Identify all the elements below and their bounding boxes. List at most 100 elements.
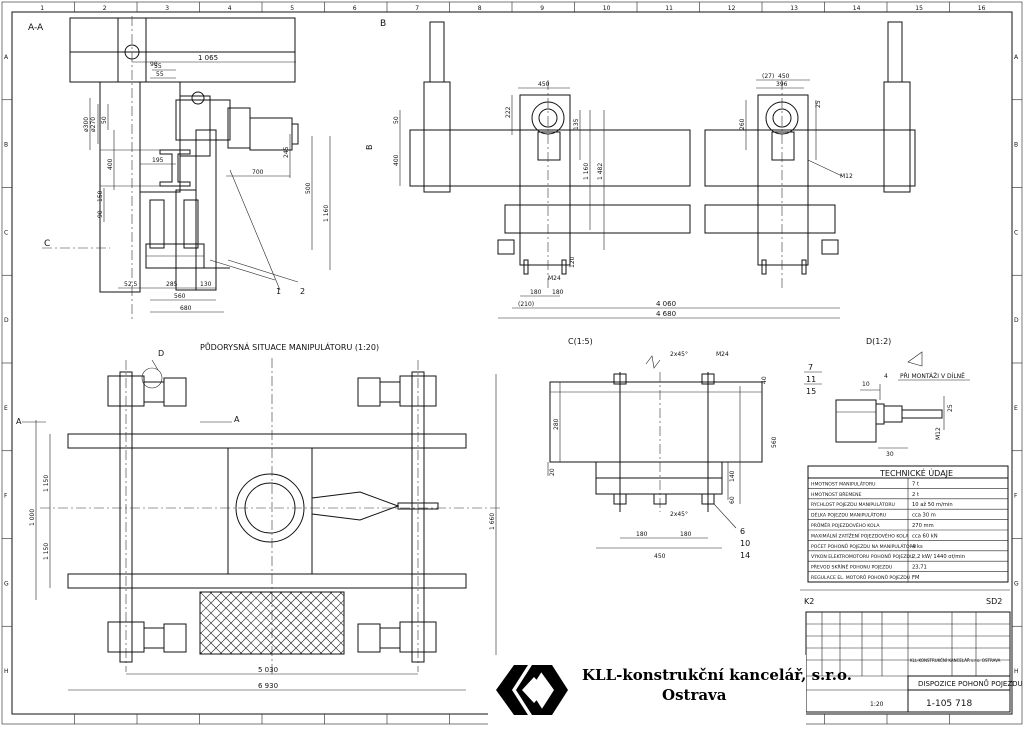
c-part-label-6: 6 [740, 527, 745, 536]
d-dim-25: 25 [947, 404, 954, 412]
tech-row-value: cca 60 kN [912, 533, 938, 539]
aa-dim-90b: 90 [97, 210, 104, 218]
border-row-F-left: F [4, 493, 8, 500]
border-col-13-top: 13 [790, 5, 798, 12]
b-dim-222: 222 [505, 106, 512, 118]
plan-dim-1000: 1 000 [29, 509, 36, 526]
border-col-4-top: 4 [228, 5, 232, 12]
tech-row-label: PŘEVOD SKŘÍNĚ POHONU POJEZDU [811, 563, 892, 571]
tech-row-label: VÝKON ELEKTROMOTORU POHONŮ POJEZDU [811, 553, 913, 560]
logo-company-city: Ostrava [662, 686, 727, 704]
c-dim-560: 560 [771, 436, 778, 448]
d-dim-4: 4 [884, 373, 888, 380]
b-dim-25: 25 [815, 100, 822, 108]
c-dim-20: 20 [549, 468, 556, 476]
c-dim-180a: 180 [636, 531, 648, 538]
d-part-label-11: 11 [806, 375, 816, 384]
border-row-C-right: C [1014, 229, 1018, 236]
tech-row-label: REGULACE EL. MOTORŮ POHONŮ POJEZDU [811, 574, 910, 581]
title-sd2: SD2 [986, 597, 1002, 606]
aa-dim-400: 400 [107, 158, 114, 170]
detail-c-title: C(1:5) [568, 337, 593, 346]
tech-row-label: MAXIMÁLNÍ ZATÍŽENÍ POJEZDOVÉHO KOLA [811, 531, 909, 539]
plan-view: PŮDORYSNÁ SITUACE MANIPULÁTORU (1:20) [16, 341, 500, 691]
b-dim-400: 400 [393, 154, 400, 166]
border-row-B-left: B [4, 142, 8, 149]
b-dim-450a: 450 [538, 81, 550, 88]
border-col-7-top: 7 [415, 5, 419, 12]
tech-row-value: cca 30 m [912, 513, 936, 519]
tech-row-label: RYCHLOST POJEZDU MANIPULÁTORU [811, 501, 895, 508]
title-block: K2 SD2 DISPOZICE POHONŮ POJEZDU 1-105 71… [800, 589, 1023, 713]
b-dim-210: (210) [518, 301, 534, 308]
plan-dim-1150b: 1 150 [43, 543, 50, 560]
detail-d-title: D(1:2) [866, 337, 891, 346]
d-dim-m12: M12 [935, 427, 942, 440]
tech-row-value: 2,2 kW/ 1440 ot/min [912, 554, 965, 560]
view-b: B [365, 19, 916, 319]
kll-logo-icon [496, 665, 568, 715]
detail-c: C(1:5) 2x45° M24 40 280 560 20 140 60 2x… [547, 337, 778, 560]
b-dim-135: 135 [573, 118, 580, 130]
title-company-small: KLL-KONSTRUKČNÍ KANCELÁŘ s.r.o. OSTRAVA [910, 658, 1001, 663]
border-row-H-right: H [1014, 668, 1019, 675]
d-dim-30: 30 [886, 451, 894, 458]
b-dim-1482: 1 482 [597, 163, 604, 180]
aa-dim-90: 90 [150, 61, 158, 68]
tech-title: TECHNICKÉ ÚDAJE [879, 467, 953, 478]
border-col-6-top: 6 [353, 5, 357, 12]
border-col-10-top: 10 [603, 5, 611, 12]
b-dim-396: 396 [776, 81, 788, 88]
section-aa-title: A-A [28, 23, 44, 33]
aa-dim-195: 195 [152, 157, 164, 164]
border-col-14-top: 14 [853, 5, 861, 12]
aa-dim-50: 50 [101, 116, 108, 124]
c-dim-40: 40 [761, 376, 768, 384]
border-col-15-top: 15 [915, 5, 923, 12]
c-dim-60: 60 [729, 496, 736, 504]
c-dim-450: 450 [654, 553, 666, 560]
b-dim-260: 260 [739, 118, 746, 130]
border-row-G-left: G [4, 580, 9, 587]
aa-dim-130: 130 [200, 281, 212, 288]
border-row-H-left: H [4, 668, 9, 675]
c-dim-140: 140 [729, 470, 736, 482]
section-aa-view: A-A [28, 16, 331, 320]
b-dim-450b: 450 [778, 73, 790, 80]
d-part-label-15: 15 [806, 387, 816, 396]
aa-dim-52-5: 52,5 [124, 281, 138, 288]
d-note-assembly: PŘI MONTÁŽI V DÍLNĚ [900, 372, 965, 380]
aa-dim-560: 560 [174, 293, 186, 300]
b-dim-120: 120 [569, 256, 576, 268]
plan-title: PŮDORYSNÁ SITUACE MANIPULÁTORU (1:20) [200, 341, 379, 352]
company-logo-panel: KLL-konstrukční kancelář, s.r.o. Ostrava [488, 655, 852, 726]
tech-row-label: PRŮMĚR POJEZDOVÉHO KOLA [811, 521, 880, 529]
border-row-A-left: A [4, 54, 9, 61]
plan-section-mark-a-left: A [16, 417, 22, 426]
d-part-label-7: 7 [808, 363, 813, 372]
tech-row-label: POČET POHONŮ POJEZDU NA MANIPULÁTORU [811, 543, 916, 550]
border-col-9-top: 9 [540, 5, 544, 12]
aa-dim-55a: 55 [156, 71, 164, 78]
border-row-C-left: C [4, 229, 8, 236]
plan-section-mark-a-right: A [234, 415, 240, 424]
plan-dim-1150a: 1 150 [43, 475, 50, 492]
aa-section-letter-c: C [44, 239, 50, 249]
border-col-8-top: 8 [478, 5, 482, 12]
title-scale: 1:20 [870, 701, 884, 708]
border-row-B-right: B [1014, 142, 1018, 149]
c-dim-chamfer-bottom: 2x45° [670, 511, 688, 518]
tech-row-value: 10 až 50 m/min [912, 501, 953, 508]
aa-dim-d270: ø270 [90, 117, 97, 132]
b-view-letter: B [365, 145, 374, 151]
aa-dim-1160: 1 160 [323, 205, 330, 222]
border-row-D-right: D [1014, 317, 1019, 324]
detail-d: D(1:2) 7 11 15 PŘI MONTÁŽI V DÍLNĚ 10 4 … [804, 337, 970, 458]
plan-detail-letter-d: D [158, 349, 164, 358]
aa-dim-245: 245 [283, 146, 290, 158]
title-k2: K2 [804, 597, 814, 606]
border-col-3-top: 3 [165, 5, 169, 12]
